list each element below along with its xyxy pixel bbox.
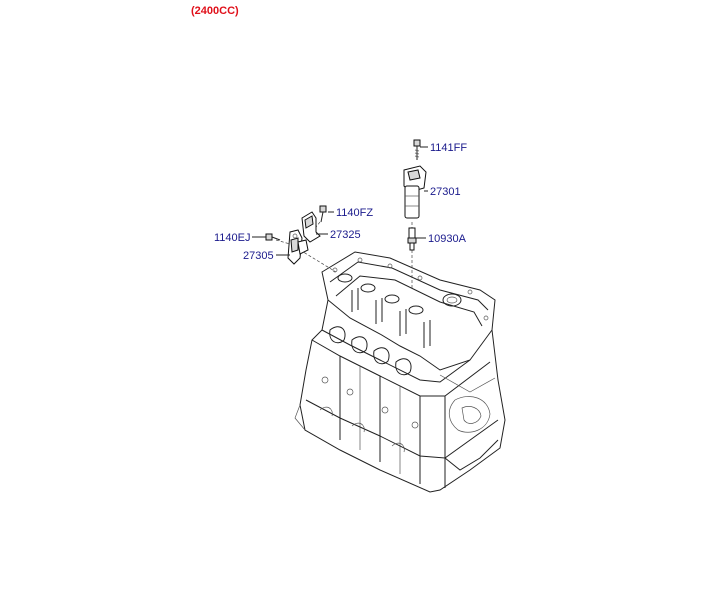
part-label-1141ff[interactable]: 1141FF xyxy=(430,142,467,154)
bolt-icon[interactable] xyxy=(252,233,281,241)
ignition-coil-icon[interactable] xyxy=(403,165,428,219)
bracket-icon[interactable] xyxy=(276,229,309,265)
engine-variant-title: (2400CC) xyxy=(191,5,239,17)
part-label-27305[interactable]: 27305 xyxy=(243,250,274,262)
part-label-1140ej[interactable]: 1140EJ xyxy=(214,232,251,244)
bolt-icon[interactable] xyxy=(413,139,428,160)
part-label-1140fz[interactable]: 1140FZ xyxy=(336,207,373,219)
part-label-27325[interactable]: 27325 xyxy=(330,229,361,241)
part-label-27301[interactable]: 27301 xyxy=(430,186,461,198)
bracket-icon[interactable] xyxy=(301,211,328,243)
engine-block-illustration xyxy=(294,251,506,493)
part-label-10930a[interactable]: 10930A xyxy=(428,233,467,245)
spark-plug-icon[interactable] xyxy=(407,227,426,251)
bolt-icon[interactable] xyxy=(319,205,334,223)
